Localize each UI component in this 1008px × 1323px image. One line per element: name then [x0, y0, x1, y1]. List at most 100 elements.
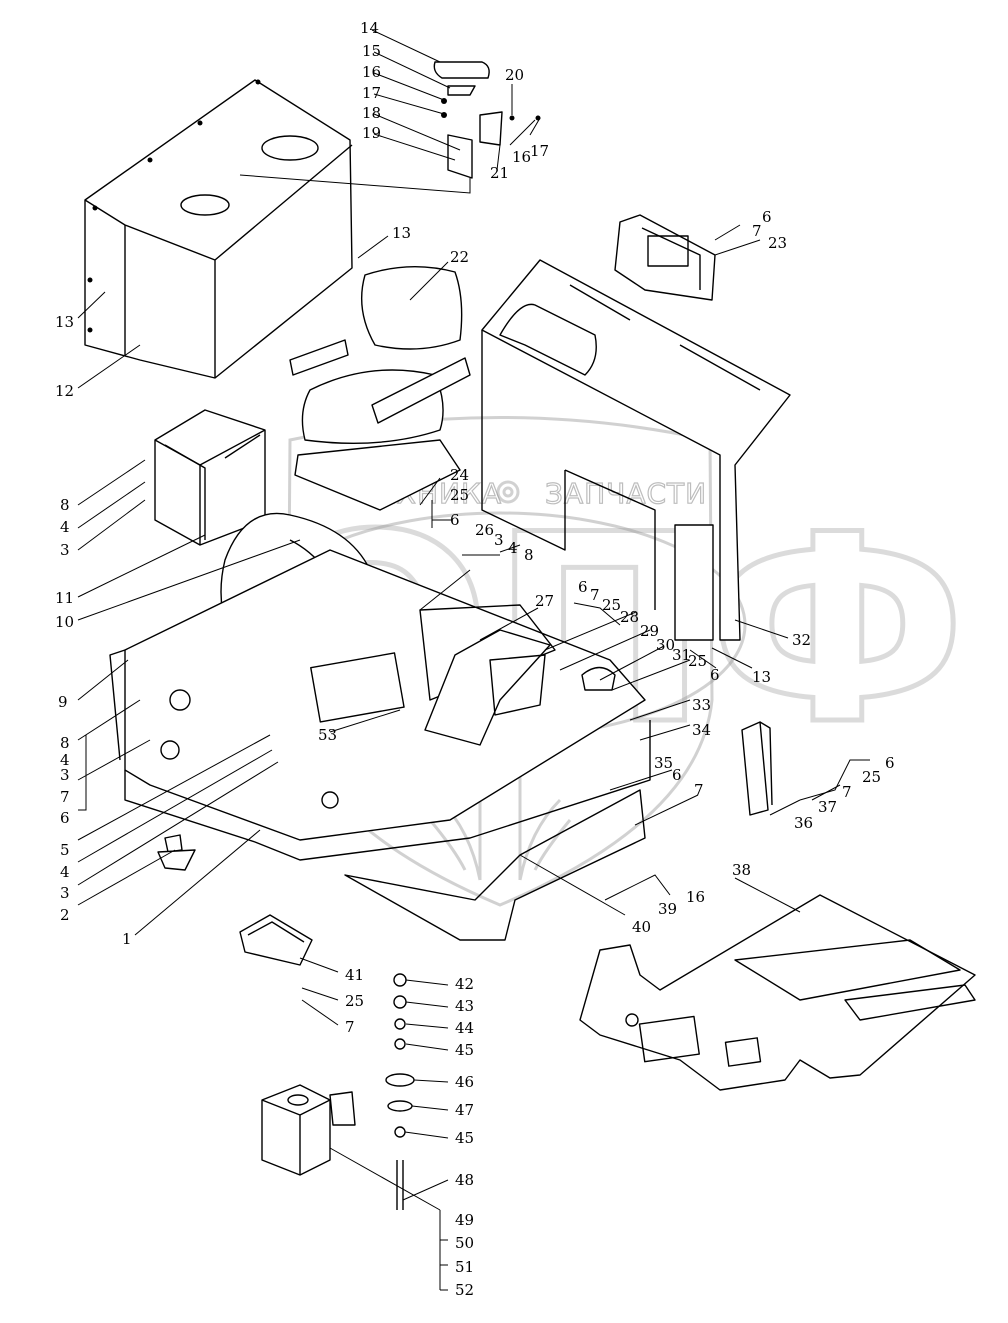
callout-label: 25: [450, 486, 469, 504]
callout-label: 22: [450, 248, 469, 266]
callout-label: 33: [692, 696, 711, 714]
callout-label: 52: [455, 1281, 474, 1299]
callout-label: 39: [658, 900, 677, 918]
callout-label: 40: [632, 918, 651, 936]
callout-label: 29: [640, 622, 659, 640]
callout-labels: 14 15 16 17 18 19 20 21 16 17 13 13 12 2…: [55, 19, 895, 1299]
callout-label: 3: [60, 884, 70, 902]
callout-label: 19: [362, 124, 381, 142]
fastener-stack: [385, 973, 415, 1210]
gear-icon: [496, 480, 520, 504]
callout-label: 8: [524, 546, 534, 564]
callout-label: 26: [475, 521, 494, 539]
callout-label: 8: [60, 734, 70, 752]
lower-skirt: [344, 789, 646, 941]
callout-label: 42: [455, 975, 474, 993]
pedal: [157, 834, 196, 871]
callout-label: 49: [455, 1211, 474, 1229]
callout-label: 7: [345, 1018, 355, 1036]
callout-label: 44: [455, 1019, 474, 1037]
callout-label: 6: [578, 578, 588, 596]
callout-label: 24: [450, 466, 469, 484]
callout-label: 7: [752, 222, 762, 240]
callout-label: 21: [490, 164, 509, 182]
callout-label: 28: [620, 608, 639, 626]
callout-label: 34: [692, 721, 711, 739]
side-bracket: [741, 721, 773, 816]
callout-label: 43: [455, 997, 474, 1015]
callout-label: 45: [455, 1129, 474, 1147]
callout-label: 47: [455, 1101, 474, 1119]
callout-label: 13: [392, 224, 411, 242]
callout-label: 17: [530, 142, 549, 160]
callout-label: 48: [455, 1171, 474, 1189]
callout-label: 4: [508, 539, 518, 557]
floor-frame: [109, 549, 651, 861]
callout-label: 9: [58, 693, 68, 711]
seat: [289, 266, 471, 511]
callout-label: 27: [535, 592, 554, 610]
callout-label: 4: [60, 751, 70, 769]
callout-label: 23: [768, 234, 787, 252]
display-box: [614, 214, 716, 301]
callout-label: 25: [862, 768, 881, 786]
callout-label: 16: [686, 888, 705, 906]
callout-label: 46: [455, 1073, 474, 1091]
callout-label: 16: [512, 148, 531, 166]
callout-label: 31: [672, 646, 691, 664]
dashboard-panel: [481, 259, 791, 641]
callout-label: 7: [590, 586, 600, 604]
callout-label: 25: [688, 652, 707, 670]
callout-label: 6: [885, 754, 895, 772]
callout-label: 6: [450, 511, 460, 529]
callout-label: 25: [602, 596, 621, 614]
watermark-right-text: ЗАПЧАСТИ: [545, 477, 707, 510]
tray: [239, 914, 313, 966]
callout-label: 10: [55, 613, 74, 631]
callout-label: 6: [672, 766, 682, 784]
callout-label: 18: [362, 104, 381, 122]
callout-label: 3: [60, 766, 70, 784]
callout-label: 32: [792, 631, 811, 649]
callout-label: 2: [60, 906, 70, 924]
callout-label: 17: [362, 84, 381, 102]
callout-label: 15: [362, 42, 381, 60]
watermark-wheat: [428, 760, 572, 881]
callout-label: 6: [710, 666, 720, 684]
callout-label: 5: [60, 841, 70, 859]
callout-label: 50: [455, 1234, 474, 1252]
callout-label: 51: [455, 1258, 474, 1276]
callout-label: 4: [60, 863, 70, 881]
callout-label: 16: [362, 63, 381, 81]
callout-label: 1: [122, 930, 132, 948]
callout-label: 20: [505, 66, 524, 84]
callout-label: 12: [55, 382, 74, 400]
callout-label: 30: [656, 636, 675, 654]
callout-label: 53: [318, 726, 337, 744]
callout-label: 6: [60, 809, 70, 827]
callout-label: 7: [842, 783, 852, 801]
mount-box: [261, 1084, 356, 1176]
callout-label: 13: [55, 313, 74, 331]
callout-label: 11: [55, 589, 74, 607]
callout-label: 6: [762, 208, 772, 226]
callout-label: 8: [60, 496, 70, 514]
callout-label: 41: [345, 966, 364, 984]
callout-label: 7: [694, 781, 704, 799]
callout-label: 3: [494, 531, 504, 549]
callout-label: 7: [60, 788, 70, 806]
callout-label: 14: [360, 19, 379, 37]
leader-lines: [77, 29, 870, 1291]
callout-label: 3: [60, 541, 70, 559]
callout-label: 38: [732, 861, 751, 879]
callout-label: 4: [60, 518, 70, 536]
callout-label: 13: [752, 668, 771, 686]
pedal-brackets: [424, 629, 616, 746]
callout-label: 37: [818, 798, 837, 816]
callout-label: 35: [654, 754, 673, 772]
floor-mat: [579, 894, 976, 1091]
callout-label: 45: [455, 1041, 474, 1059]
callout-label: 25: [345, 992, 364, 1010]
roof-panel: [84, 79, 353, 379]
